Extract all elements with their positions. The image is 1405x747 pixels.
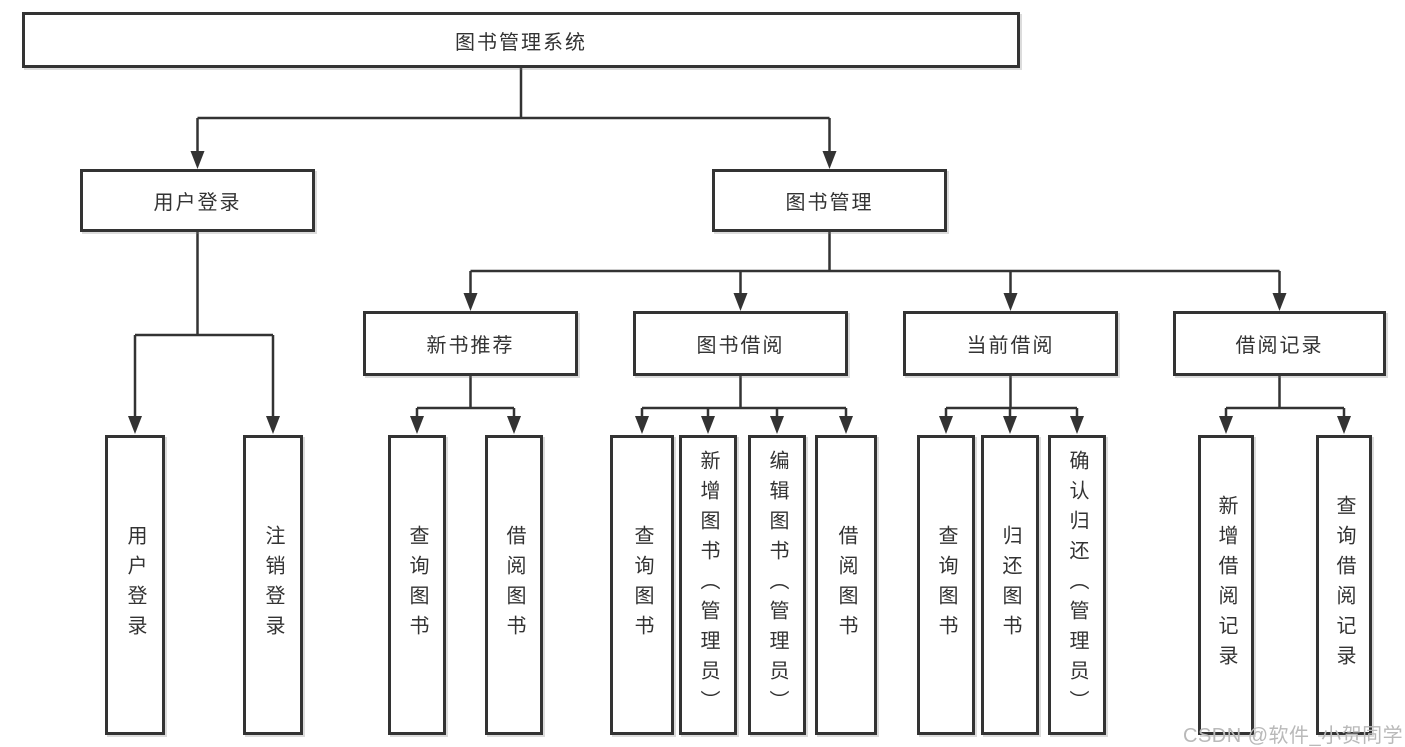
leaf-add-books-admin: 新增图书（管理员） <box>679 435 737 735</box>
node-new-book-recommend: 新书推荐 <box>363 311 578 376</box>
leaf-query-borrow-record-label: 查询借阅记录 <box>1333 495 1355 675</box>
leaf-edit-books-admin: 编辑图书（管理员） <box>748 435 806 735</box>
leaf-return-books-label: 归还图书 <box>999 525 1021 645</box>
leaf-edit-books-admin-label: 编辑图书（管理员） <box>766 450 788 720</box>
leaf-borrow-books-label: 借阅图书 <box>835 525 857 645</box>
node-borrowing-records: 借阅记录 <box>1173 311 1386 376</box>
leaf-query-books-borrowing: 查询图书 <box>610 435 674 735</box>
leaf-add-borrow-record: 新增借阅记录 <box>1198 435 1254 735</box>
leaf-query-books-borrowing-label: 查询图书 <box>631 525 653 645</box>
leaf-user-login-label: 用户登录 <box>124 525 146 645</box>
leaf-query-books-recommend-label: 查询图书 <box>406 525 428 645</box>
leaf-logout-label: 注销登录 <box>262 525 284 645</box>
leaf-query-borrow-record: 查询借阅记录 <box>1316 435 1372 735</box>
node-book-management-branch: 图书管理 <box>712 169 947 232</box>
leaf-add-books-admin-label: 新增图书（管理员） <box>697 450 719 720</box>
leaf-query-books-recommend: 查询图书 <box>388 435 446 735</box>
leaf-confirm-return-admin: 确认归还（管理员） <box>1048 435 1106 735</box>
leaf-query-books-current-label: 查询图书 <box>935 525 957 645</box>
leaf-borrow-books-recommend: 借阅图书 <box>485 435 543 735</box>
leaf-add-borrow-record-label: 新增借阅记录 <box>1215 495 1237 675</box>
leaf-borrow-books: 借阅图书 <box>815 435 877 735</box>
connector-paths <box>133 68 1346 418</box>
leaf-user-login: 用户登录 <box>105 435 165 735</box>
node-root-system: 图书管理系统 <box>22 12 1020 68</box>
leaf-return-books: 归还图书 <box>981 435 1039 735</box>
node-book-borrowing: 图书借阅 <box>633 311 848 376</box>
node-user-login-branch: 用户登录 <box>80 169 315 232</box>
leaf-borrow-books-recommend-label: 借阅图书 <box>503 525 525 645</box>
leaf-confirm-return-admin-label: 确认归还（管理员） <box>1066 450 1088 720</box>
csdn-watermark: CSDN @软件_小贺同学 <box>1183 725 1404 747</box>
leaf-logout: 注销登录 <box>243 435 303 735</box>
leaf-query-books-current: 查询图书 <box>917 435 975 735</box>
arrowheads <box>128 151 1351 434</box>
node-current-borrowing: 当前借阅 <box>903 311 1118 376</box>
